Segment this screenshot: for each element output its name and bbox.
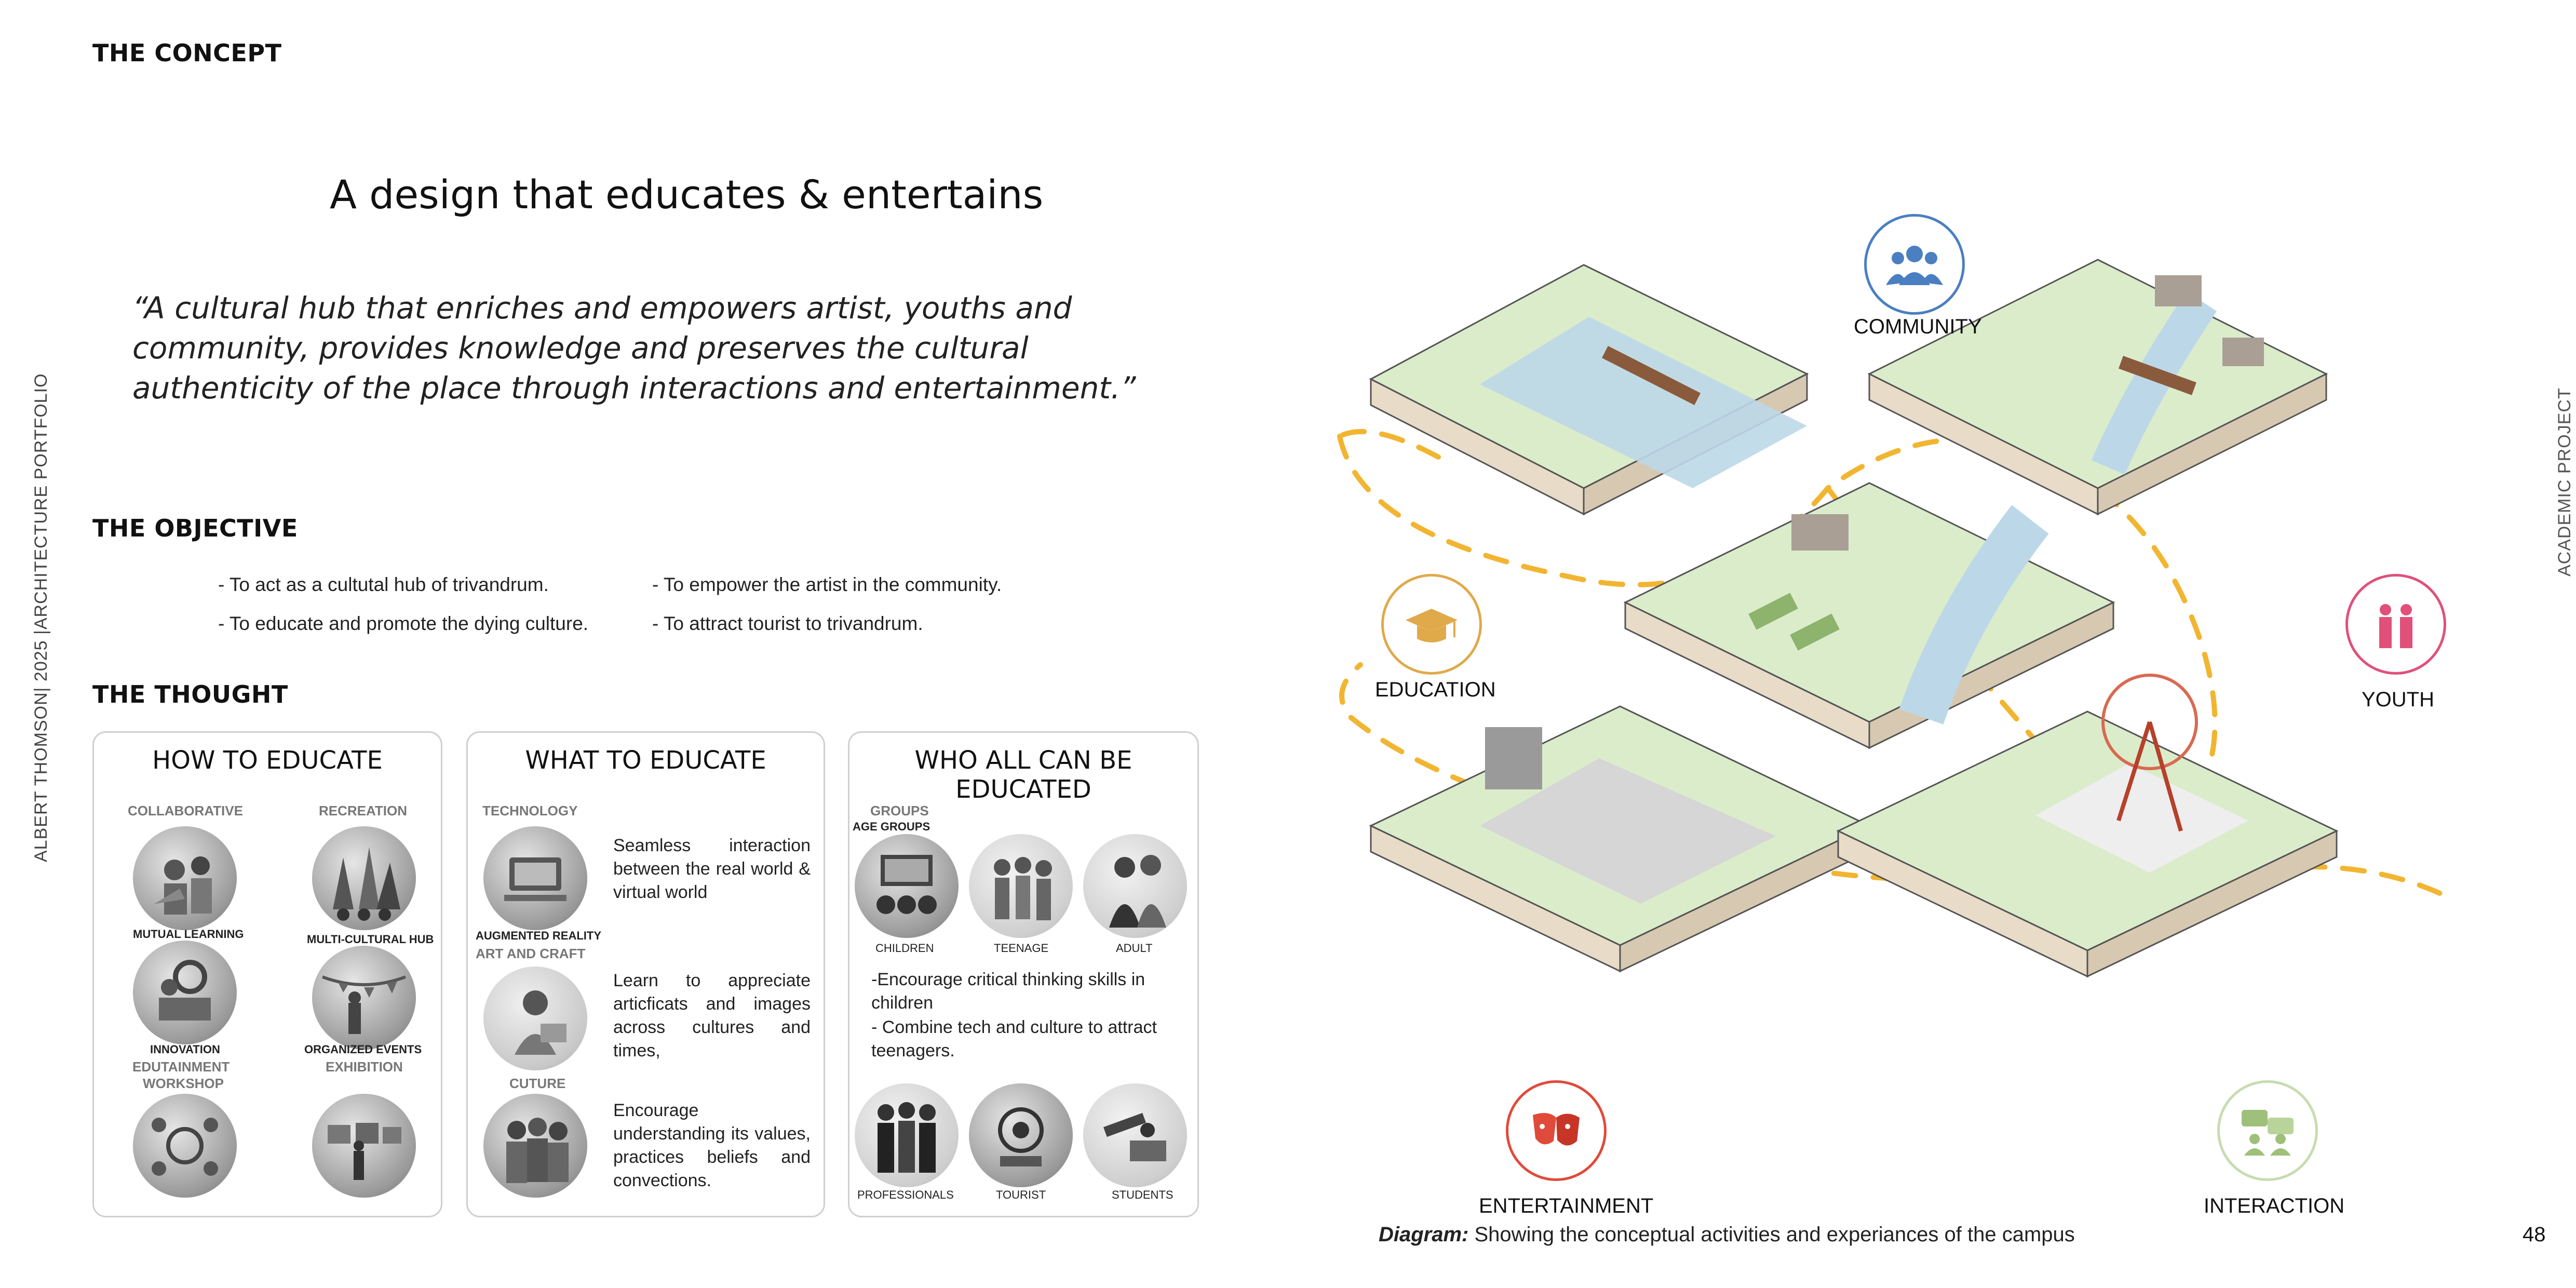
children-label: CHILDREN	[875, 942, 934, 955]
culture-label: CUTURE	[509, 1076, 566, 1091]
children-illustration	[855, 834, 959, 938]
entertainment-icon	[1506, 1080, 1607, 1181]
entertainment-plaza-tile	[1369, 705, 1871, 973]
education-icon	[1381, 574, 1482, 675]
art-and-craft-illustration	[483, 967, 587, 1070]
organized-events-illustration	[312, 946, 416, 1050]
mutual-learning-label: MUTUAL LEARNING	[133, 928, 244, 941]
card-title: WHO ALL CAN BE EDUCATED	[914, 746, 1132, 804]
objective-item: - To educate and promote the dying cultu…	[218, 613, 589, 634]
portfolio-vertical-label: ALBERT THOMSON| 2025 |ARCHITECTURE PORTF…	[31, 373, 51, 862]
objective-item: - To empower the artist in the community…	[652, 574, 1002, 595]
card-title: WHAT TO EDUCATE	[525, 746, 766, 775]
workshop-label: WORKSHOP	[143, 1076, 224, 1091]
students-label: STUDENTS	[1112, 1188, 1174, 1201]
technology-label: TECHNOLOGY	[482, 803, 578, 819]
interaction-icon	[2217, 1080, 2318, 1181]
youth-label: YOUTH	[2362, 688, 2434, 711]
youth-fairground-tile	[1836, 674, 2339, 978]
concept-title: THE CONCEPT	[92, 39, 282, 67]
path-north-west	[1337, 429, 1441, 460]
caption-text: Showing the conceptual activities and ex…	[1468, 1223, 2075, 1246]
academic-project-vertical-label: ACADEMIC PROJECT	[2555, 387, 2574, 576]
multi-cultural-hub-illustration	[312, 826, 416, 930]
professionals-label: PROFESSIONALS	[857, 1188, 954, 1201]
professionals-illustration	[855, 1083, 959, 1187]
headline: A design that educates & entertains	[330, 171, 1044, 218]
art-and-craft-label: ART AND CRAFT	[476, 946, 586, 961]
students-illustration	[1083, 1083, 1187, 1187]
objective-item: - To attract tourist to trivandrum.	[652, 613, 923, 634]
innovation-label: INNOVATION	[150, 1043, 220, 1056]
teenage-illustration	[969, 834, 1073, 938]
card-title: HOW TO EDUCATE	[152, 746, 383, 775]
tourist-label: TOURIST	[996, 1188, 1046, 1201]
technology-description: Seamless interaction between the real wo…	[613, 836, 811, 902]
exhibition-illustration	[312, 1094, 416, 1198]
art-and-craft-description: Learn to appreciate articficats and imag…	[613, 971, 811, 1061]
who-can-be-educated-card: WHO ALL CAN BE EDUCATED GROUPS AGE GROUP…	[848, 731, 1199, 1217]
what-to-educate-card: WHAT TO EDUCATE TECHNOLOGY Seamless inte…	[466, 731, 825, 1217]
teenage-label: TEENAGE	[994, 942, 1049, 955]
exhibition-label: EXHIBITION	[326, 1059, 403, 1075]
culture-illustration	[483, 1094, 587, 1198]
children-description: -Encourage critical thinking skills in c…	[871, 970, 1145, 1013]
concept-quote: “A cultural hub that enriches and empowe…	[132, 290, 1136, 406]
interaction-label: INTERACTION	[2204, 1195, 2345, 1217]
education-label: EDUCATION	[1375, 678, 1496, 701]
adult-illustration	[1083, 834, 1187, 938]
objective-item: - To act as a cultutal hub of trivandrum…	[218, 574, 549, 595]
caption-prefix: Diagram:	[1379, 1223, 1469, 1246]
objective-title: THE OBJECTIVE	[92, 514, 298, 542]
community-riverfront-tile	[1369, 264, 1809, 516]
page-number: 48	[2523, 1223, 2546, 1246]
augmented-reality-label: AUGMENTED REALITY	[476, 929, 601, 942]
groups-label: GROUPS	[870, 803, 929, 819]
edutainment-label: EDUTAINMENT	[132, 1059, 230, 1075]
community-icon	[1864, 214, 1965, 315]
diagram-caption: Diagram: Showing the conceptual activiti…	[1379, 1223, 2075, 1246]
teenage-description: - Combine tech and culture to attract te…	[871, 1017, 1157, 1061]
central-hub-tile	[1623, 482, 2115, 749]
innovation-illustration	[133, 941, 237, 1044]
tourist-illustration	[969, 1083, 1073, 1187]
ferris-wheel	[2101, 674, 2198, 770]
technology-illustration	[483, 826, 587, 930]
adult-label: ADULT	[1116, 942, 1153, 955]
entertainment-label: ENTERTAINMENT	[1479, 1195, 1654, 1217]
age-groups-label: AGE GROUPS	[853, 820, 930, 833]
mutual-learning-illustration	[133, 826, 237, 930]
campus-concept-diagram	[1337, 259, 2453, 978]
community-label: COMMUNITY	[1854, 315, 1982, 338]
how-to-educate-card: HOW TO EDUCATE COLLABORATIVE RECREATION …	[92, 731, 442, 1217]
recreation-label: RECREATION	[319, 803, 407, 819]
youth-icon	[2345, 574, 2446, 675]
multi-cultural-hub-label: MULTI-CULTURAL HUB	[307, 933, 434, 946]
thought-title: THE THOUGHT	[92, 680, 288, 708]
community-park-tile	[1867, 259, 2328, 516]
organized-events-label: ORGANIZED EVENTS	[304, 1043, 422, 1056]
culture-description: Encourage understanding its values, prac…	[613, 1101, 811, 1190]
workshop-illustration	[133, 1094, 237, 1198]
collaborative-label: COLLABORATIVE	[128, 803, 243, 819]
